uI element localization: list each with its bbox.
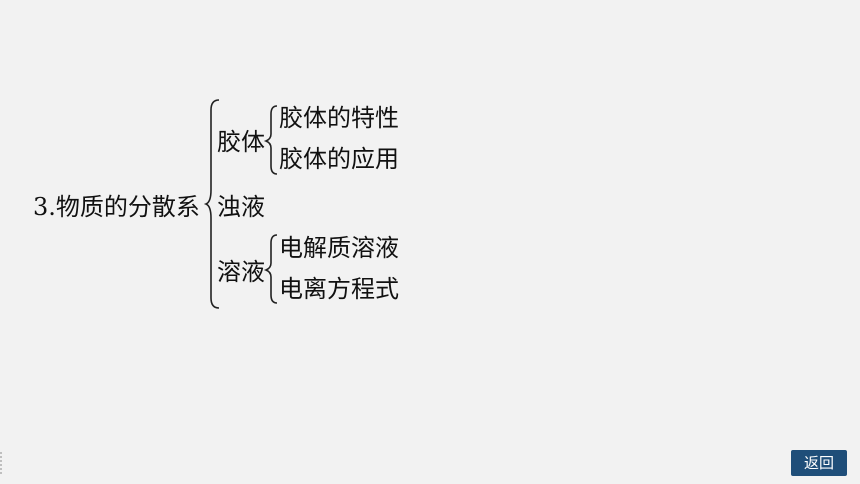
colloid-brace <box>263 105 278 175</box>
solution-brace <box>263 234 278 304</box>
colloid-item-1: 胶体的特性 <box>279 104 399 132</box>
back-button[interactable]: 返回 <box>791 450 847 476</box>
solution-item-2: 电离方程式 <box>279 275 399 303</box>
root-concept: 3.物质的分散系 <box>33 193 200 221</box>
solution-item-1: 电解质溶液 <box>279 234 399 262</box>
colloid-item-2: 胶体的应用 <box>279 145 399 173</box>
branch-label-colloid: 胶体 <box>217 128 265 156</box>
branch-label-suspension: 浊液 <box>217 193 265 221</box>
branch-label-solution: 溶液 <box>217 258 265 286</box>
main-brace <box>203 99 220 309</box>
edge-marker <box>0 452 6 474</box>
